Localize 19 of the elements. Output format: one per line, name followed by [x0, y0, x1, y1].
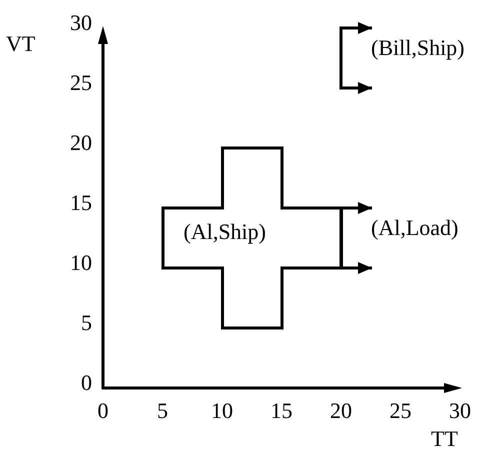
- tick-label: 10: [69, 252, 92, 274]
- tick-label: 0: [80, 372, 92, 394]
- tick-label: 20: [329, 400, 353, 422]
- tick-label: 20: [69, 132, 92, 154]
- tick-label: 30: [69, 12, 92, 34]
- tick-label: 0: [96, 400, 110, 422]
- tick-label: 25: [69, 72, 92, 94]
- tick-label: 15: [270, 400, 294, 422]
- tick-label: 5: [156, 400, 169, 422]
- tick-label: 15: [69, 192, 92, 214]
- tick-label: 5: [80, 312, 92, 334]
- region-label: (Al,Ship): [184, 221, 266, 243]
- tick-label: 30: [448, 400, 472, 422]
- tick-label: 10: [210, 400, 234, 422]
- axis-title: TT: [431, 428, 458, 450]
- axis-title: VT: [6, 33, 36, 55]
- region-label: (Bill,Ship): [371, 37, 465, 59]
- region-label: (Al,Load): [371, 217, 458, 239]
- tick-label: 25: [388, 400, 412, 422]
